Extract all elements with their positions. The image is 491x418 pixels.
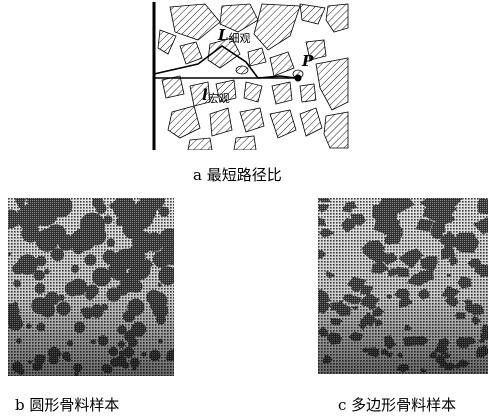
aggregate-particle [323,111,349,149]
caption-a: a 最短路径比 [193,166,282,184]
micro-path-label: L细观 [217,26,251,45]
macro-path-label: l宏观 [202,86,230,105]
aggregate-particle [161,75,185,99]
aggregate-particle [243,81,263,103]
aggregate-particle [187,137,213,150]
aggregate-particle [179,41,203,65]
aggregate-particle [233,135,257,150]
aggregate-particle [271,81,293,105]
aggregate-particle [315,57,349,111]
aggregate-particle [269,51,295,77]
aggregate-particle [299,107,323,137]
aggregate-particle [253,3,301,51]
aggregate-particle [209,107,233,137]
aggregate-particle [189,81,211,107]
aggregate-particle [157,29,177,55]
micro-path-line [153,45,297,79]
shortest-path-diagram: P L细观 l宏观 [152,2,349,150]
aggregate-particle [207,37,241,69]
aggregate-particle [269,109,297,139]
circular-aggregate-sample [8,198,174,376]
aggregate-particle [247,47,267,67]
aggregate-particle [305,39,327,61]
aggregate-particle [215,79,237,103]
aggregate-particle [167,105,201,139]
aggregate-particle [239,107,265,133]
polygonal-aggregate-sample [318,198,488,374]
aggregate-particle [299,3,326,25]
point-p-marker [294,74,302,82]
caption-b: b 圆形骨料样本 [15,396,120,414]
point-p-label: P [301,52,314,70]
aggregate-particle [169,3,221,41]
aggregate-particle [299,83,317,103]
aggregate-particle [325,3,349,33]
aggregate-particles [157,3,349,150]
aggregate-particle [235,65,249,75]
aggregate-particle [219,3,259,33]
caption-c: c 多边形骨料样本 [338,396,457,414]
